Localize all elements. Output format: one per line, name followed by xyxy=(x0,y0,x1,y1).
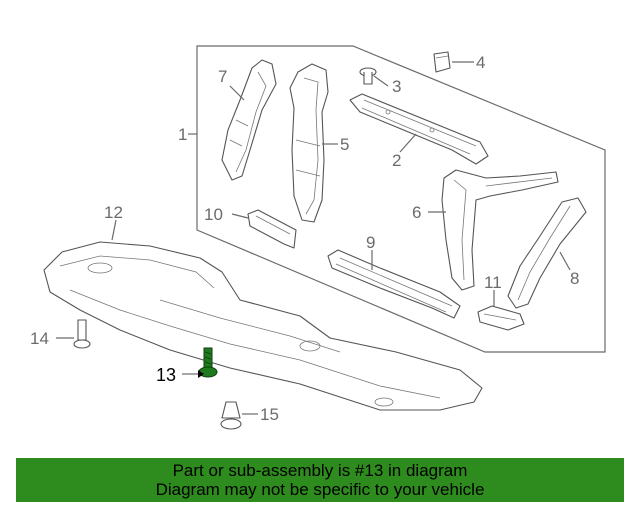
part-3-bolt xyxy=(359,67,377,85)
callout-13-arrow xyxy=(198,370,204,378)
callout-5: 5 xyxy=(340,135,349,154)
callout-15: 15 xyxy=(260,405,279,424)
callout-11: 11 xyxy=(484,273,502,292)
part-13-bolt xyxy=(198,347,218,378)
part-11-bracket xyxy=(477,305,525,331)
callout-13: 13 xyxy=(156,365,176,385)
callout-14: 14 xyxy=(30,329,49,348)
part-14-bolt xyxy=(73,319,91,349)
callout-8: 8 xyxy=(570,269,579,288)
part-15-clip xyxy=(220,401,242,430)
part-2-upper-support xyxy=(349,93,489,165)
part-5-bracket xyxy=(289,63,329,223)
banner-line-2: Diagram may not be specific to your vehi… xyxy=(155,480,485,499)
part-6-bracket xyxy=(441,169,559,291)
part-10-bracket xyxy=(247,209,297,249)
parts-diagram: 1 2 3 4 5 6 7 8 9 10 11 12 13 14 15 xyxy=(30,45,606,430)
info-banner: Part or sub-assembly is #13 in diagram D… xyxy=(16,458,624,502)
banner-line-1: Part or sub-assembly is #13 in diagram xyxy=(172,461,468,480)
callout-2: 2 xyxy=(392,151,401,170)
leader-lines xyxy=(56,61,571,415)
part-12-under-cover xyxy=(43,241,483,411)
callout-9: 9 xyxy=(366,233,375,252)
part-9-bracket xyxy=(327,249,461,319)
callout-4: 4 xyxy=(476,53,485,72)
callout-1: 1 xyxy=(178,125,187,144)
callout-10: 10 xyxy=(204,205,223,224)
part-8-bracket xyxy=(507,197,587,309)
callout-7: 7 xyxy=(218,67,227,86)
callout-6: 6 xyxy=(412,203,421,222)
part-4-clip xyxy=(433,51,451,73)
part-7-bracket xyxy=(221,59,277,181)
callout-3: 3 xyxy=(392,77,401,96)
callout-12: 12 xyxy=(104,203,123,222)
assembly-frame xyxy=(196,45,606,353)
